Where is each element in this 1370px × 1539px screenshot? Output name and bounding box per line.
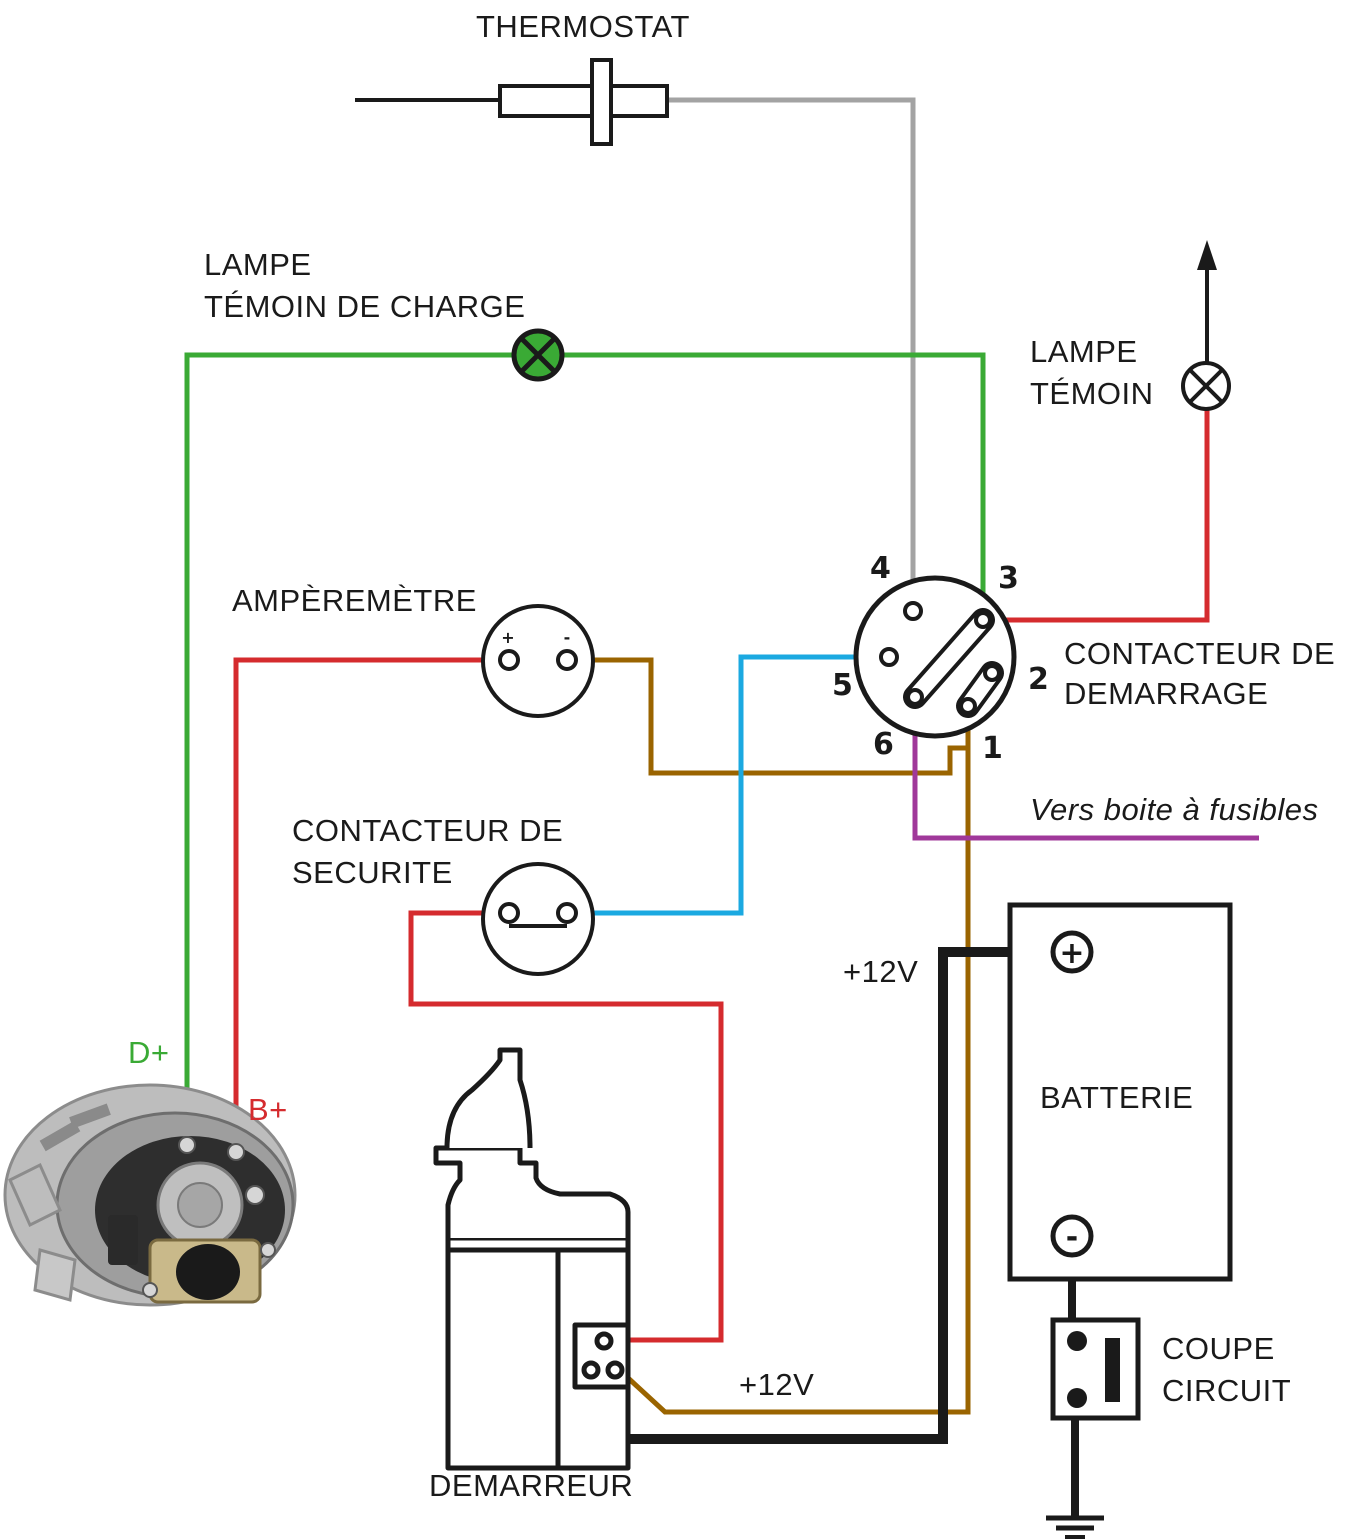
warning-lamp-icon (1181, 361, 1231, 411)
terminal-number-3: 3 (998, 561, 1019, 596)
starter-motor-icon (433, 1047, 631, 1471)
ignition-switch-label-line2: DEMARRAGE (1064, 676, 1269, 711)
safety-switch-label-line1: CONTACTEUR DE (292, 813, 564, 848)
ammeter-minus-sign: - (564, 628, 571, 647)
ground-icon (1046, 1515, 1104, 1539)
battery-icon (1007, 902, 1233, 1282)
wire-red-safety (408, 910, 724, 1343)
safety-switch-label-line2: SECURITE (292, 855, 453, 890)
ammeter-icon (481, 604, 595, 718)
wire-red-lamp (983, 410, 1210, 623)
wire-green-charge (184, 352, 986, 1140)
fuse-box-label: Vers boite à fusibles (1030, 792, 1319, 827)
ammeter-plus-sign: + (501, 628, 514, 647)
wire-red-bplus (233, 657, 509, 1150)
terminal-number-5: 5 (832, 668, 853, 703)
terminal-number-4: 4 (870, 551, 891, 586)
ammeter-label: AMPÈREMÈTRE (232, 583, 477, 618)
alternator-bplus-label: B+ (248, 1092, 288, 1127)
cut-off-switch-icon (1050, 1317, 1141, 1421)
charge-lamp-label-line2: TÉMOIN DE CHARGE (204, 289, 526, 324)
starter-label: DEMARREUR (429, 1468, 634, 1503)
warning-lamp-label-line2: TÉMOIN (1030, 376, 1154, 411)
alternator-icon (3, 1083, 297, 1307)
wire-black-battery (610, 947, 1072, 1444)
wire-brown-starter (625, 706, 971, 1415)
wire-blue-safety (567, 654, 889, 916)
ignition-switch-icon (853, 575, 1017, 739)
thermostat-icon (498, 58, 669, 146)
terminal-number-6: 6 (873, 727, 894, 762)
wire-purple-fuses (912, 697, 1259, 841)
charge-lamp-label-line1: LAMPE (204, 247, 312, 282)
wire-grey-thermostat (667, 97, 916, 608)
arrow-up-icon (1197, 240, 1217, 270)
safety-switch-icon (481, 862, 595, 976)
warning-lamp-label-line1: LAMPE (1030, 334, 1138, 369)
charge-lamp-icon (511, 328, 565, 382)
cut-off-label-line1: COUPE (1162, 1331, 1275, 1366)
ignition-switch-label-line1: CONTACTEUR DE (1064, 636, 1336, 671)
wire-brown-amp (567, 657, 968, 776)
voltage-label-top: +12V (843, 954, 919, 989)
thermostat-label: THERMOSTAT (476, 9, 690, 44)
battery-label: BATTERIE (1040, 1080, 1194, 1115)
battery-minus-sign: - (1066, 1220, 1078, 1255)
alternator-dplus-label: D+ (128, 1035, 170, 1070)
battery-plus-sign: + (1059, 936, 1084, 971)
terminal-number-1: 1 (982, 731, 1003, 766)
terminal-number-2: 2 (1028, 662, 1049, 697)
voltage-label-bottom: +12V (739, 1367, 815, 1402)
cut-off-label-line2: CIRCUIT (1162, 1373, 1292, 1408)
